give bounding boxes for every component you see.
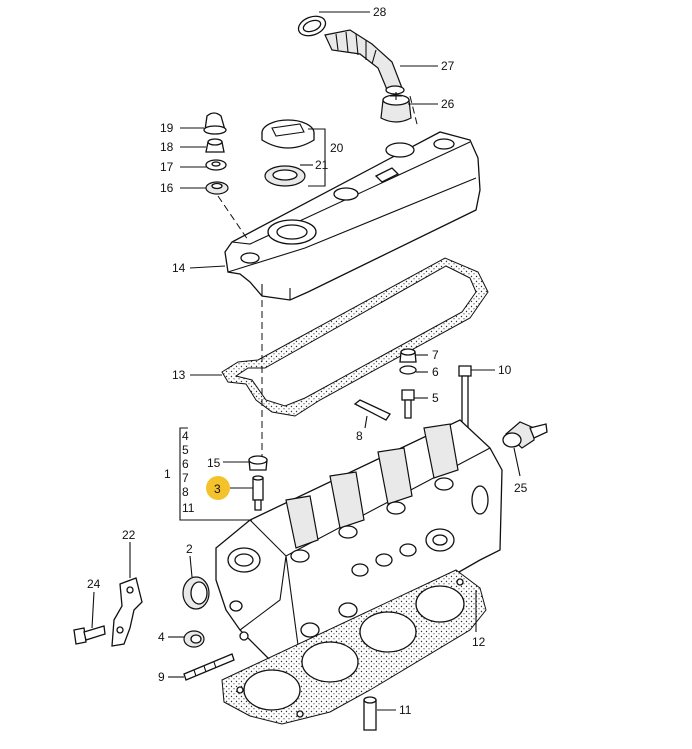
callout-labels: 28 27 26 19 18 17 16 20 21 14 13 7 6 5 1… bbox=[87, 5, 528, 717]
stud-8-part bbox=[353, 399, 391, 421]
washer-part bbox=[205, 159, 227, 171]
callout-1[interactable]: 1 bbox=[164, 467, 171, 481]
oil-filler-cap-part bbox=[261, 119, 315, 149]
callout-13[interactable]: 13 bbox=[172, 368, 186, 382]
callout-27[interactable]: 27 bbox=[441, 59, 455, 73]
filler-cap-seal-part bbox=[264, 165, 306, 187]
group-1-item: 5 bbox=[182, 443, 189, 457]
callout-24[interactable]: 24 bbox=[87, 577, 101, 591]
callout-9[interactable]: 9 bbox=[158, 670, 165, 684]
group-1-item-list: 4 5 6 7 8 11 bbox=[182, 429, 195, 515]
callout-2[interactable]: 2 bbox=[186, 542, 193, 556]
cylinder-head-part bbox=[215, 419, 503, 667]
callout-12[interactable]: 12 bbox=[472, 635, 486, 649]
sealing-plug-part bbox=[183, 630, 205, 648]
grommet-part bbox=[205, 181, 229, 195]
cap-nut-part bbox=[203, 112, 227, 135]
washer-6-part bbox=[399, 365, 417, 375]
callout-28[interactable]: 28 bbox=[373, 5, 387, 19]
group-1-item: 8 bbox=[182, 485, 189, 499]
head-gasket-part bbox=[221, 569, 487, 725]
callout-11[interactable]: 11 bbox=[399, 703, 412, 717]
callout-17[interactable]: 17 bbox=[160, 160, 174, 174]
callout-3[interactable]: 3 bbox=[214, 482, 221, 496]
callout-14[interactable]: 14 bbox=[172, 261, 186, 275]
callout-19[interactable]: 19 bbox=[160, 121, 174, 135]
callout-6[interactable]: 6 bbox=[432, 365, 439, 379]
temperature-sender-part bbox=[502, 421, 548, 449]
callout-18[interactable]: 18 bbox=[160, 140, 174, 154]
nut-7-part bbox=[399, 348, 417, 363]
highlight-marker bbox=[206, 476, 230, 500]
stud-9-part bbox=[183, 653, 235, 681]
valve-guide-part bbox=[252, 475, 264, 511]
bolt-10-part bbox=[458, 365, 472, 429]
leader-lines bbox=[91, 11, 521, 711]
callout-8[interactable]: 8 bbox=[356, 429, 363, 443]
callout-10[interactable]: 10 bbox=[498, 363, 512, 377]
callout-21[interactable]: 21 bbox=[315, 158, 329, 172]
callout-4[interactable]: 4 bbox=[158, 630, 165, 644]
sleeve-part bbox=[363, 696, 377, 731]
hose-clamp-part bbox=[297, 15, 327, 37]
breather-valve-part bbox=[380, 92, 412, 123]
camshaft-seal-part bbox=[182, 576, 210, 610]
callout-7[interactable]: 7 bbox=[432, 348, 439, 362]
stud-5-part bbox=[401, 389, 415, 419]
group-1-item: 4 bbox=[182, 429, 189, 443]
bracket-part bbox=[111, 577, 143, 647]
callout-26[interactable]: 26 bbox=[441, 97, 455, 111]
callout-22[interactable]: 22 bbox=[122, 528, 136, 542]
callout-25[interactable]: 25 bbox=[514, 481, 528, 495]
alignment-lines bbox=[217, 95, 419, 470]
group-1-item: 7 bbox=[182, 471, 189, 485]
callout-5[interactable]: 5 bbox=[432, 391, 439, 405]
bolt-24-part bbox=[73, 625, 106, 645]
callout-16[interactable]: 16 bbox=[160, 181, 174, 195]
callout-15[interactable]: 15 bbox=[207, 456, 221, 470]
valve-stem-seal-part bbox=[248, 455, 268, 471]
nut-part bbox=[205, 138, 225, 153]
group-1-item: 6 bbox=[182, 457, 189, 471]
valve-cover-part bbox=[224, 131, 481, 301]
breather-hose-part bbox=[324, 29, 405, 95]
callout-20[interactable]: 20 bbox=[330, 141, 344, 155]
group-1-item: 11 bbox=[182, 501, 195, 515]
